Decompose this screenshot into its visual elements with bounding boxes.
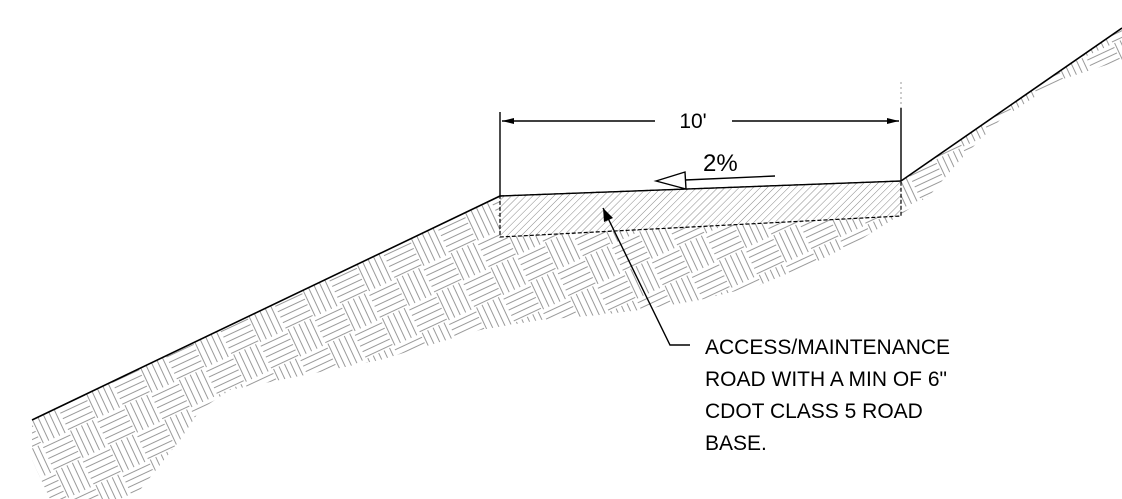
slope-label: 2% [703,150,738,177]
slope-arrow-shaft [684,175,776,181]
callout-line-1: ACCESS/MAINTENANCE [705,336,950,359]
slope-arrow-head [653,171,687,190]
callout-line-2: ROAD WITH A MIN OF 6" [705,368,947,391]
callout-note: ACCESS/MAINTENANCE ROAD WITH A MIN OF 6"… [705,336,950,455]
dimension-label: 10' [679,110,706,133]
callout-arrow-head [603,208,613,222]
callout-line-3: CDOT CLASS 5 ROAD [705,400,923,423]
ground-line [31,195,501,421]
road-surface-line [499,180,902,197]
ground-line-upper [900,27,1122,182]
callout-line-4: BASE. [705,432,767,455]
dimension-arrow-left [502,118,514,124]
callout-leader [602,207,690,346]
dimension-arrow-right [887,118,899,124]
